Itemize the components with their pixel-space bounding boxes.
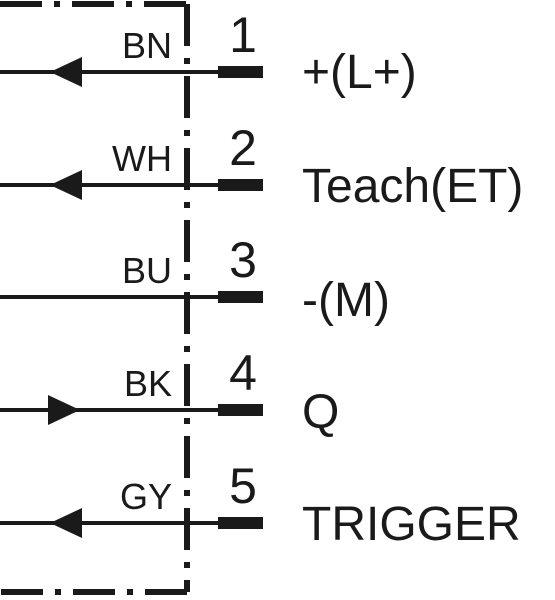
pin-row-1: BN 1 +(L+) [0, 7, 417, 99]
wire-color-code: GY [120, 476, 172, 517]
signal-name: TRIGGER [302, 498, 521, 551]
pin-number: 3 [229, 232, 257, 288]
wire-color-code: BU [122, 250, 172, 291]
pin-row-4: BK 4 Q [0, 345, 339, 439]
pin-terminal [218, 179, 263, 191]
arrow-left-icon [50, 508, 82, 538]
wire-color-code: BN [122, 25, 172, 66]
pin-terminal [218, 404, 263, 416]
pin-terminal [218, 517, 263, 529]
wire-color-code: WH [112, 138, 172, 179]
pin-row-5: GY 5 TRIGGER [0, 458, 521, 551]
pin-terminal [218, 66, 263, 78]
signal-name: +(L+) [302, 46, 417, 99]
arrow-left-icon [50, 170, 82, 200]
pin-number: 1 [229, 7, 257, 63]
signal-name: Q [302, 386, 339, 439]
wire-color-code: BK [124, 363, 172, 404]
pin-number: 4 [229, 345, 257, 401]
signal-name: -(M) [302, 274, 390, 327]
signal-name: Teach(ET) [302, 160, 523, 213]
pin-row-2: WH 2 Teach(ET) [0, 120, 523, 213]
pin-row-3: BU 3 -(M) [0, 232, 390, 327]
pin-number: 2 [229, 120, 257, 176]
arrow-left-icon [50, 57, 82, 87]
arrow-right-icon [48, 395, 80, 425]
pin-terminal [218, 291, 263, 303]
pin-number: 5 [229, 458, 257, 514]
